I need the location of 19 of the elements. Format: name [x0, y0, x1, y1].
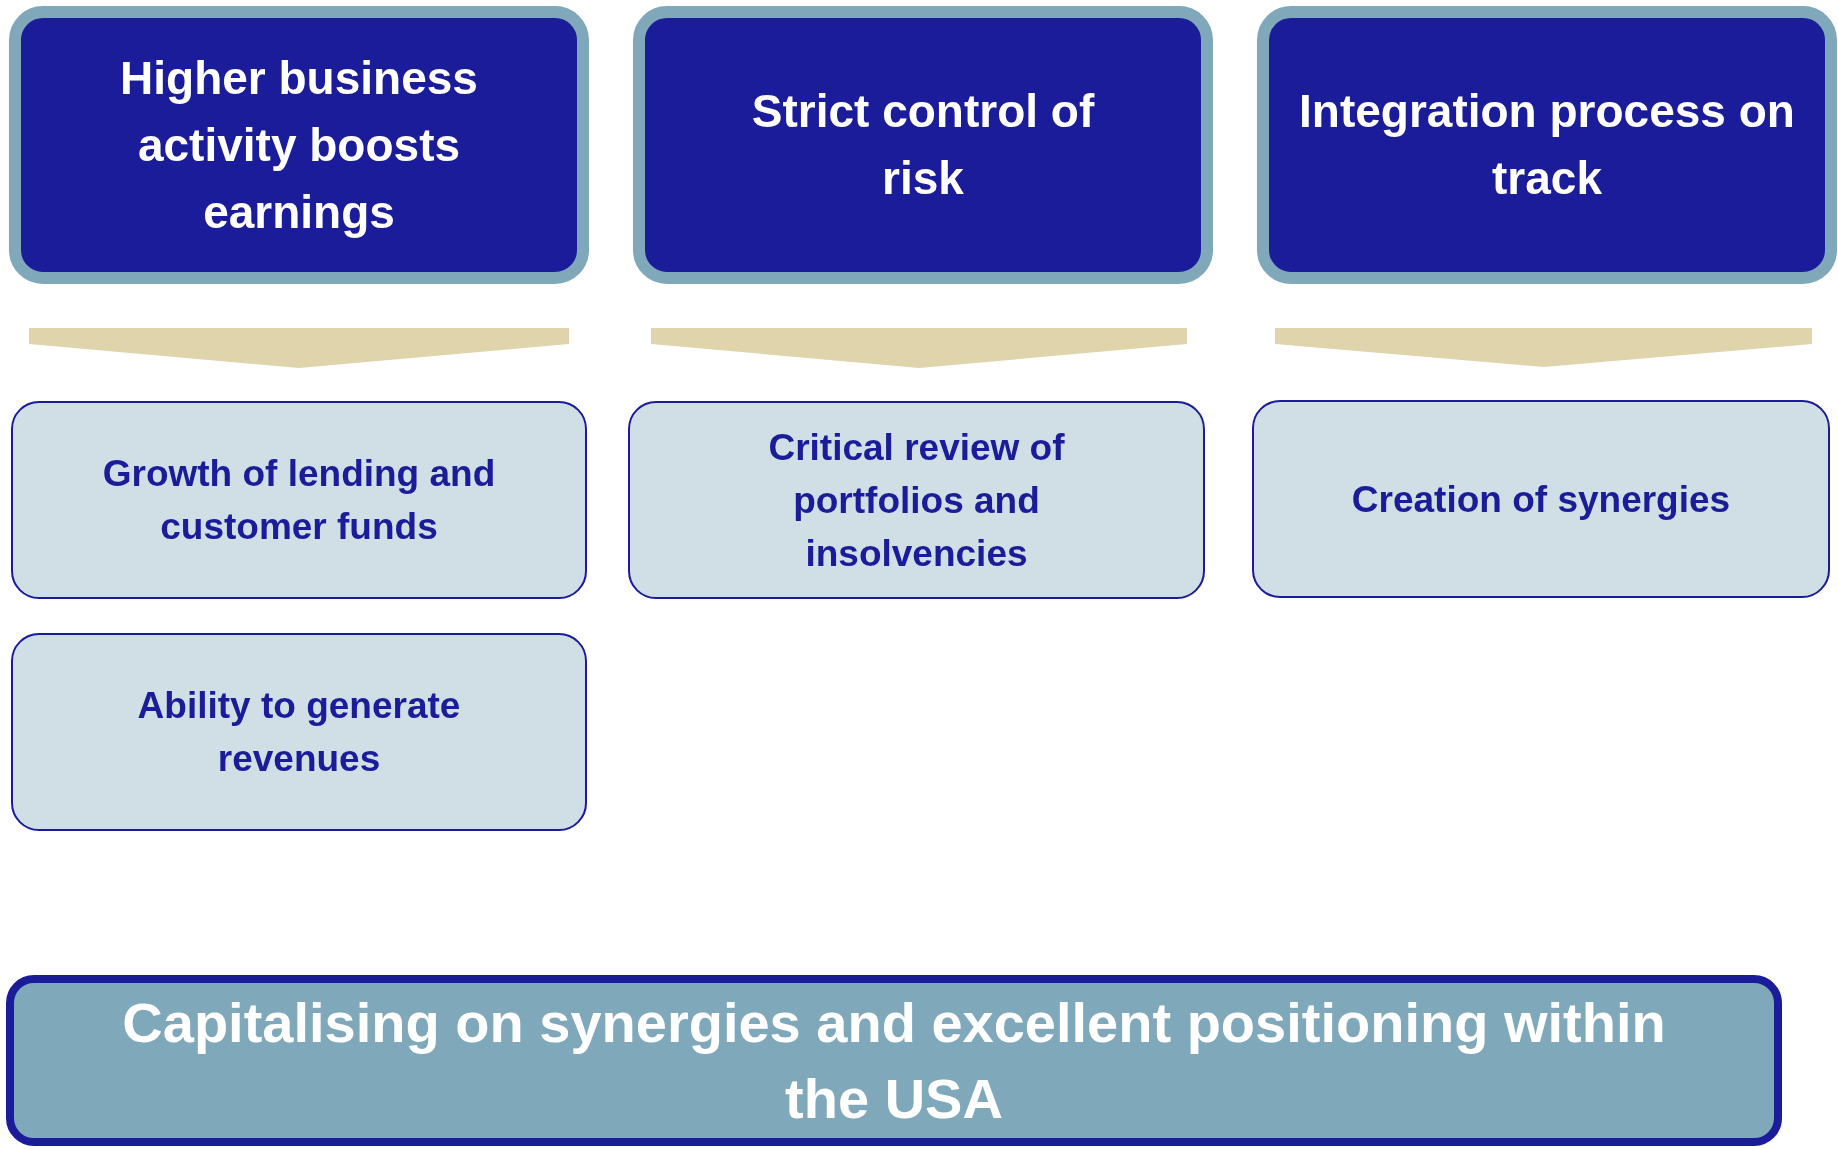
box-text: Integration process on track — [1299, 84, 1795, 206]
point-box — [11, 401, 587, 599]
box-text: Critical review of portfolios and insolvencies — [767, 425, 1066, 576]
box-text: Creation of synergies — [1351, 477, 1731, 522]
point-box — [11, 633, 587, 831]
box-text: Growth of lending and customer funds — [101, 452, 497, 549]
summary-banner — [6, 975, 1782, 1146]
point-box — [1252, 400, 1830, 598]
point-box — [628, 401, 1205, 599]
chevron-arrow — [1275, 328, 1812, 367]
chevron-arrow — [29, 328, 569, 368]
box-text: Strict control of risk — [750, 84, 1096, 206]
box-text: Ability to generate revenues — [136, 684, 462, 781]
chevron-arrow — [651, 328, 1187, 368]
heading-box — [9, 6, 589, 284]
heading-box — [633, 6, 1213, 284]
box-text: Capitalising on synergies and excellent positioning within the USA — [121, 989, 1667, 1132]
box-text: Higher business activity boosts earnings — [119, 50, 479, 240]
heading-box — [1257, 6, 1837, 284]
